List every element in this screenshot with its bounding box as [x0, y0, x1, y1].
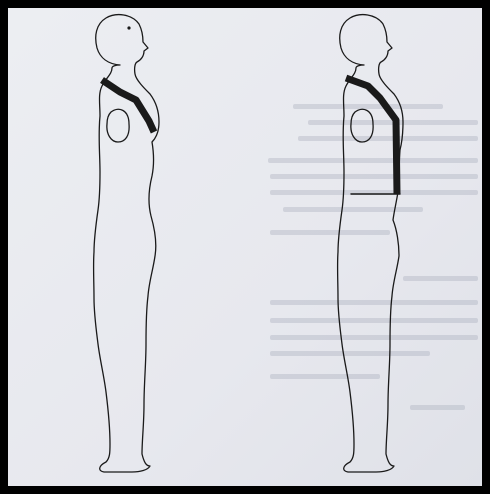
- paper-background: [8, 8, 482, 486]
- figure-left-eye: [127, 26, 130, 29]
- paper-sheet: [8, 8, 482, 486]
- illustration: [8, 8, 482, 486]
